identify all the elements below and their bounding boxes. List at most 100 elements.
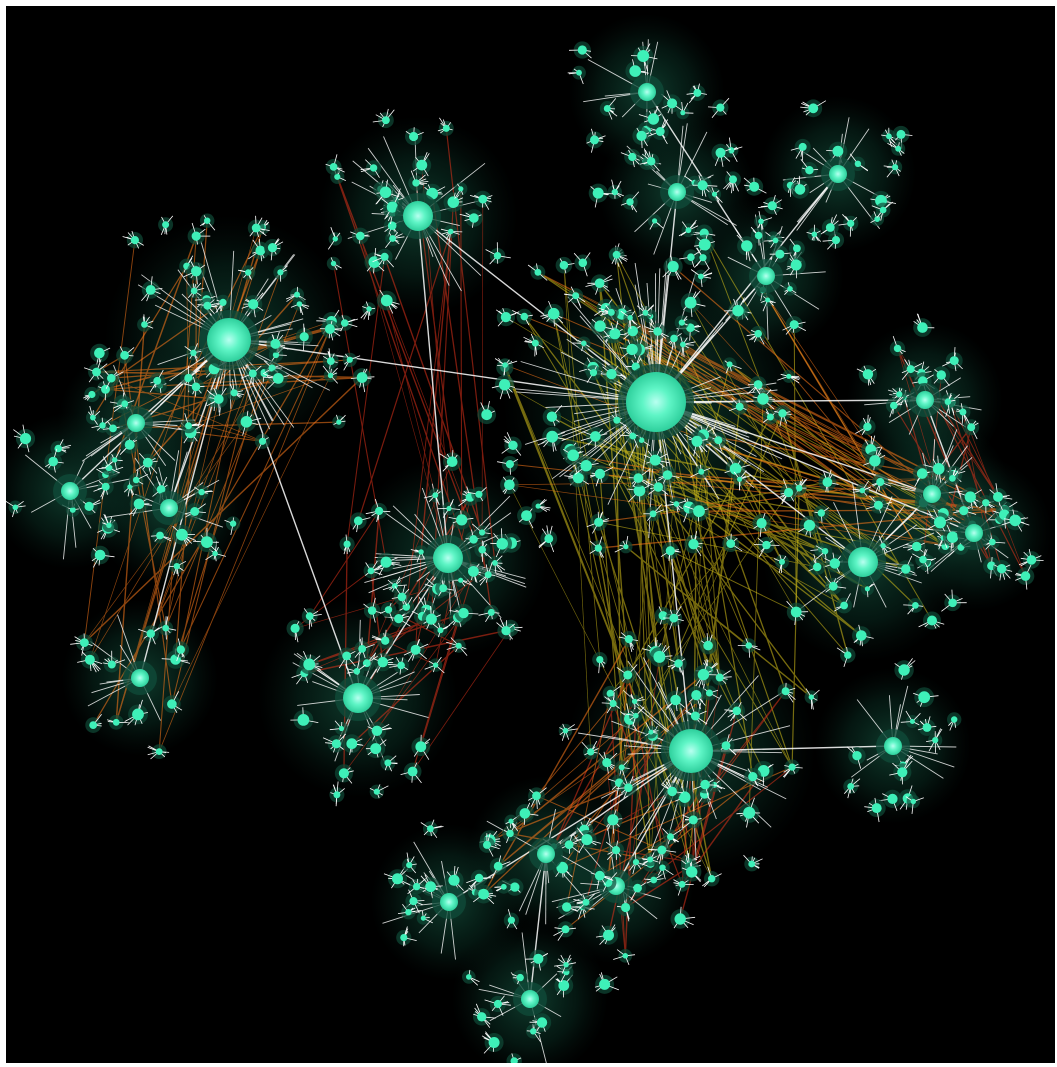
- leaf-node: [910, 719, 915, 724]
- leaf-node: [94, 348, 105, 359]
- leaf-node: [933, 463, 945, 475]
- leaf-node: [790, 320, 799, 329]
- leaf-node: [469, 213, 479, 223]
- leaf-node: [398, 593, 407, 602]
- leaf-node: [416, 160, 427, 171]
- leaf-node: [733, 707, 742, 716]
- leaf-node: [890, 402, 898, 410]
- leaf-node: [508, 917, 515, 924]
- leaf-node: [536, 504, 541, 509]
- leaf-node: [626, 198, 633, 205]
- leaf-node: [294, 292, 300, 298]
- leaf-node: [686, 227, 692, 233]
- leaf-node: [927, 616, 937, 626]
- leaf-node: [131, 236, 139, 244]
- leaf-node: [563, 962, 568, 967]
- leaf-node: [392, 583, 398, 589]
- leaf-node: [565, 840, 574, 849]
- leaf-node: [604, 105, 611, 112]
- leaf-node: [466, 974, 472, 980]
- leaf-node: [693, 89, 701, 97]
- leaf-node: [409, 897, 417, 905]
- leaf-node: [918, 691, 930, 703]
- leaf-node: [120, 351, 129, 360]
- leaf-node: [722, 741, 731, 750]
- leaf-node: [388, 221, 397, 230]
- leaf-node: [300, 332, 309, 341]
- leaf-node: [1009, 515, 1021, 527]
- leaf-node: [508, 441, 517, 450]
- leaf-node: [439, 584, 447, 592]
- leaf-node: [700, 780, 710, 790]
- leaf-node: [411, 645, 421, 655]
- leaf-node: [581, 834, 592, 845]
- leaf-node: [112, 457, 117, 462]
- leaf-node: [624, 783, 633, 792]
- leaf-node: [192, 383, 201, 392]
- leaf-node: [805, 166, 813, 174]
- leaf-node: [959, 409, 966, 416]
- leaf-node: [623, 953, 629, 959]
- leaf-node: [698, 274, 704, 280]
- leaf-node: [855, 161, 861, 167]
- hub-node: [668, 183, 686, 201]
- leaf-node: [633, 859, 639, 865]
- leaf-node: [886, 133, 892, 139]
- leaf-node: [499, 379, 510, 390]
- leaf-node: [653, 327, 662, 336]
- leaf-node: [488, 609, 495, 616]
- leaf-node: [426, 614, 437, 625]
- leaf-node: [230, 520, 236, 526]
- leaf-node: [456, 643, 462, 649]
- leaf-node: [795, 184, 806, 195]
- leaf-node: [412, 179, 419, 186]
- leaf-node: [427, 825, 434, 832]
- leaf-node: [231, 389, 238, 396]
- leaf-node: [779, 559, 785, 565]
- leaf-node: [153, 377, 161, 385]
- leaf-node: [897, 767, 907, 777]
- leaf-node: [648, 730, 653, 735]
- leaf-node: [212, 551, 218, 557]
- leaf-node: [609, 328, 620, 339]
- leaf-node: [191, 266, 201, 276]
- leaf-node: [606, 369, 616, 379]
- leaf-node: [650, 510, 657, 517]
- leaf-node: [894, 345, 901, 352]
- leaf-node: [917, 322, 928, 333]
- hub-node: [537, 845, 555, 863]
- leaf-node: [860, 488, 866, 494]
- leaf-node: [375, 507, 383, 515]
- leaf-node: [932, 737, 938, 743]
- leaf-node: [381, 557, 392, 568]
- leaf-node: [679, 320, 685, 326]
- leaf-node: [341, 319, 349, 327]
- leaf-node: [748, 772, 757, 781]
- hub-node: [343, 683, 373, 713]
- leaf-node: [408, 767, 418, 777]
- leaf-node: [219, 299, 226, 306]
- leaf-node: [162, 625, 169, 632]
- leaf-node: [502, 362, 508, 368]
- leaf-node: [204, 218, 210, 224]
- leaf-node: [256, 246, 266, 256]
- leaf-node: [594, 518, 603, 527]
- leaf-node: [758, 219, 764, 225]
- leaf-node: [492, 560, 498, 566]
- leaf-node: [887, 794, 897, 804]
- leaf-node: [895, 146, 901, 152]
- leaf-node: [712, 192, 717, 197]
- leaf-node: [176, 529, 188, 541]
- leaf-node: [372, 726, 382, 736]
- leaf-node: [691, 712, 700, 721]
- leaf-node: [510, 882, 519, 891]
- leaf-node: [965, 491, 976, 502]
- leaf-node: [185, 422, 192, 429]
- leaf-node: [328, 373, 333, 378]
- leaf-node: [685, 297, 697, 309]
- leaf-node: [633, 884, 642, 893]
- leaf-node: [619, 764, 625, 770]
- leaf-node: [501, 626, 510, 635]
- leaf-node: [506, 830, 514, 838]
- leaf-node: [80, 638, 89, 647]
